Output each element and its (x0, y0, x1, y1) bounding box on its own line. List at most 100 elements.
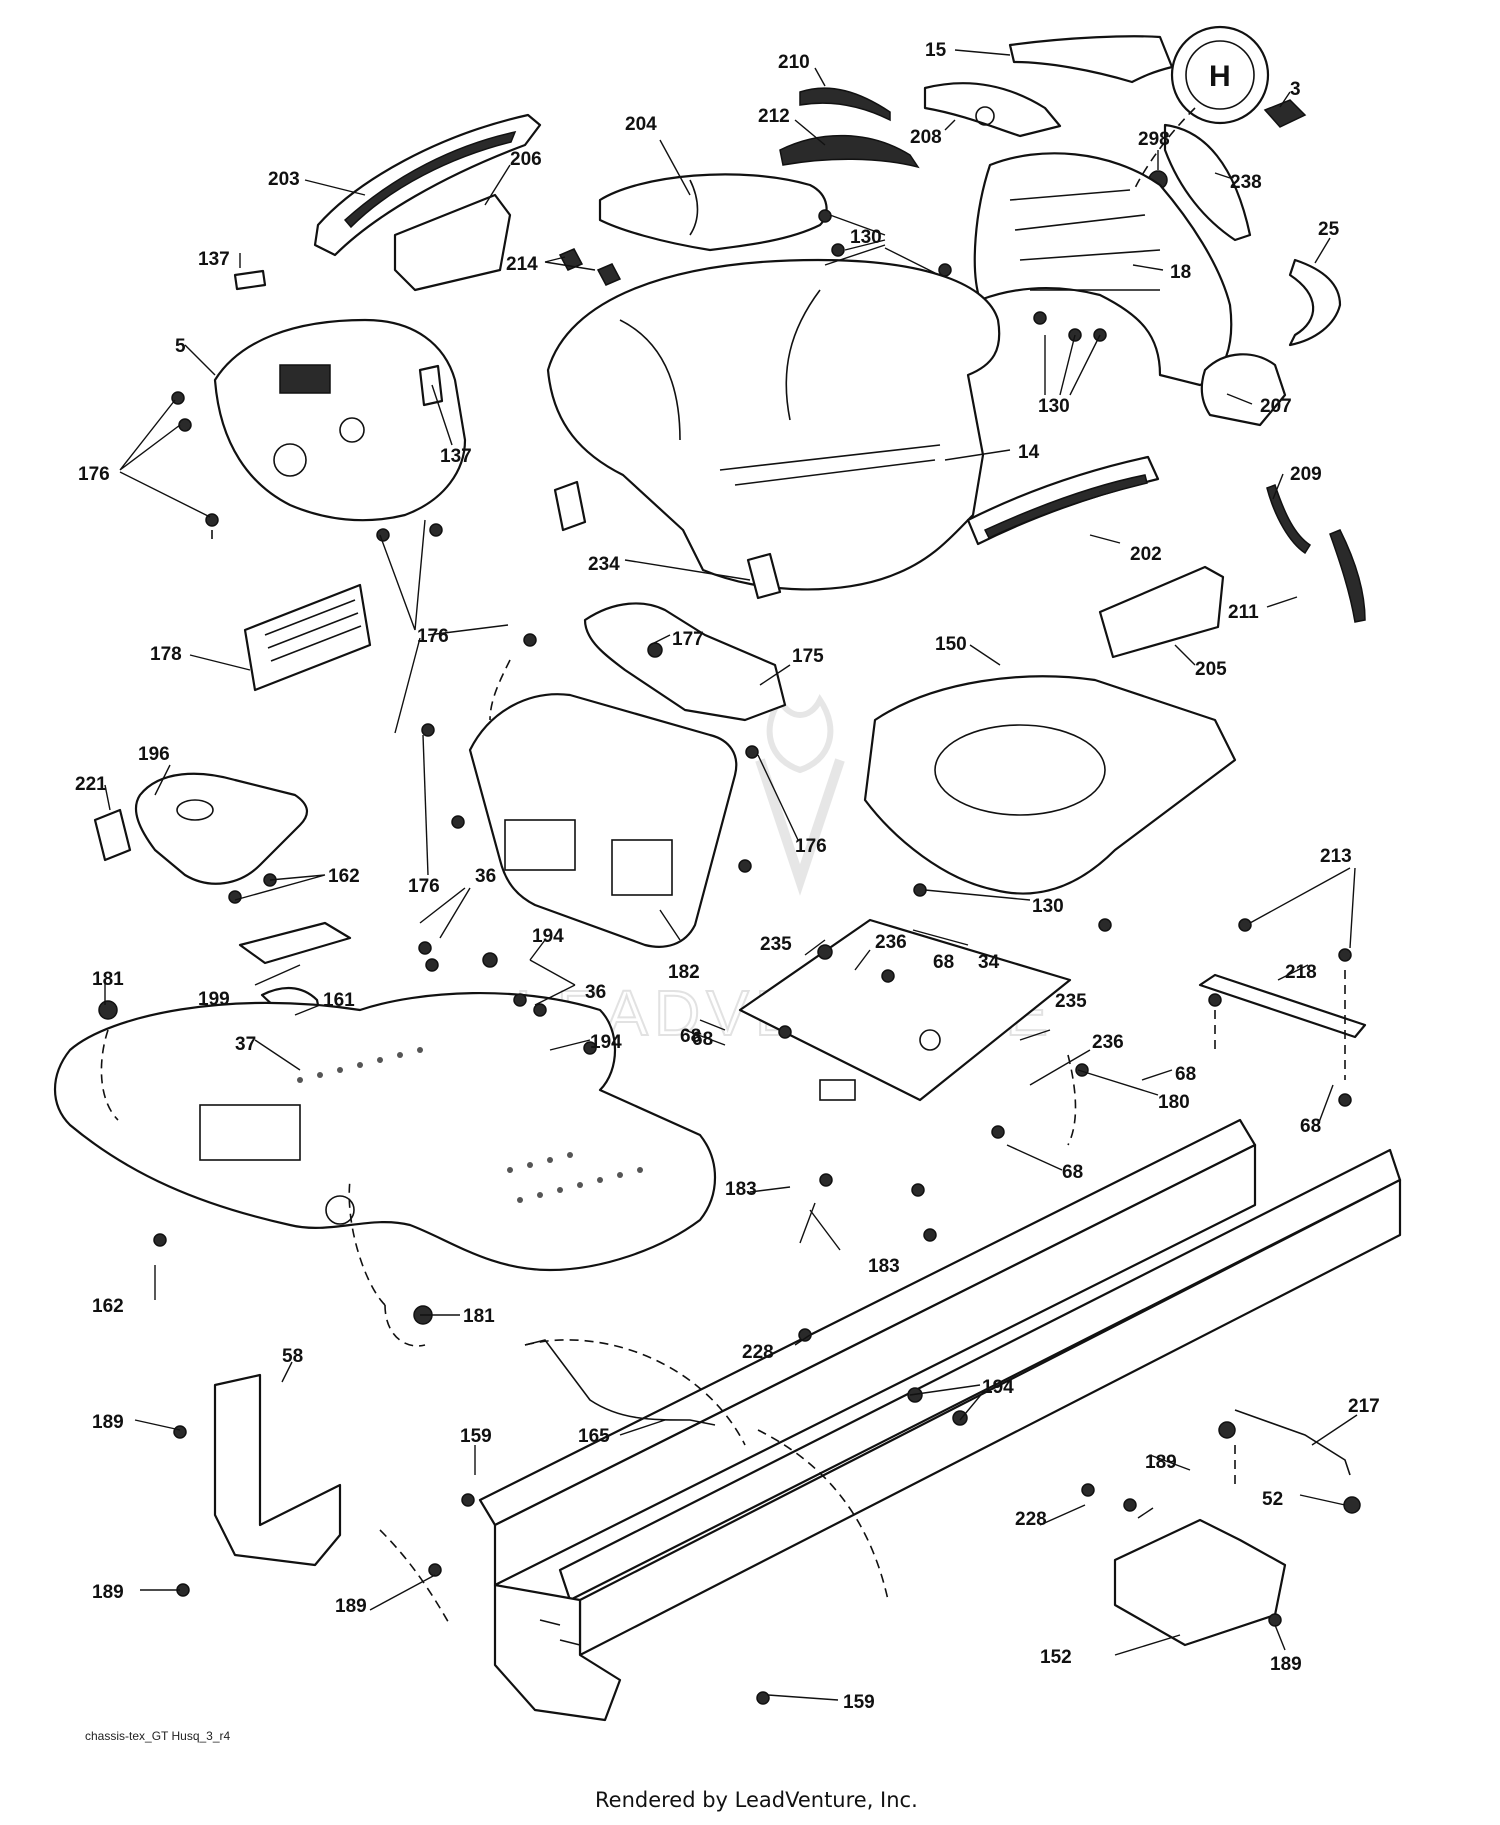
part-175-bracket (583, 602, 787, 722)
part-204-vent-cover (598, 173, 828, 252)
callout-189-c: 189 (92, 1582, 124, 1603)
callout-159-a: 159 (460, 1426, 492, 1447)
callout-150: 150 (935, 634, 967, 655)
drawing-id: chassis-tex_GT Husq_3_r4 (85, 1729, 231, 1743)
callout-159-b: 159 (843, 1692, 875, 1713)
callout-68-a: 68 (933, 952, 954, 973)
part-37-fender-deck (53, 992, 717, 1272)
dashed-connectors (100, 107, 1346, 1626)
callout-68-e: 68 (1300, 1116, 1321, 1137)
leader-lines (104, 49, 1358, 1701)
callout-36-a: 36 (475, 866, 496, 887)
callout-68-c: 68 (692, 1029, 713, 1050)
part-211-grille (1329, 529, 1366, 623)
callout-137-a: 137 (198, 249, 230, 270)
logo-letter: H (1209, 60, 1231, 93)
callout-208: 208 (910, 127, 942, 148)
callout-180: 180 (1158, 1092, 1190, 1113)
part-218-bracket (1198, 973, 1367, 1039)
part-238-side-panel (1163, 123, 1252, 242)
callout-228-b: 228 (1015, 1509, 1047, 1530)
part-137-clip (233, 269, 267, 291)
callout-137-b: 137 (440, 446, 472, 467)
callout-236-b: 236 (1092, 1032, 1124, 1053)
part-150-footrest-pan (863, 675, 1237, 895)
part-214-clips (558, 248, 622, 286)
callout-213: 213 (1320, 846, 1352, 867)
part-199-plate (238, 921, 352, 965)
callout-15: 15 (925, 40, 947, 61)
callout-228-a: 228 (742, 1342, 774, 1363)
part-205-trim (1098, 565, 1225, 659)
callout-5: 5 (175, 336, 186, 357)
callout-189-a: 189 (92, 1412, 124, 1433)
callout-209: 209 (1290, 464, 1322, 485)
callout-211: 211 (1228, 602, 1259, 623)
callout-235-a: 235 (760, 934, 792, 955)
callout-176-c: 176 (408, 876, 440, 897)
fasteners (98, 209, 1361, 1705)
callout-199: 199 (198, 989, 230, 1010)
callout-25: 25 (1318, 219, 1340, 240)
callout-52: 52 (1262, 1489, 1283, 1510)
part-25-bracket (1288, 258, 1342, 347)
credit-line: Rendered by LeadVenture, Inc. (595, 1788, 918, 1812)
callout-162-b: 162 (92, 1296, 124, 1317)
callout-181-b: 181 (463, 1306, 495, 1327)
part-196-fender-pod (135, 772, 308, 885)
callout-3: 3 (1290, 79, 1301, 100)
callout-194-c: 194 (982, 1377, 1014, 1398)
part-209-grille (1266, 484, 1312, 555)
callout-189-d: 189 (335, 1596, 367, 1617)
callout-234: 234 (588, 554, 620, 575)
part-206-bracket (393, 193, 512, 292)
part-165-rod (524, 1339, 716, 1426)
callout-175: 175 (792, 646, 824, 667)
callout-221: 221 (75, 774, 107, 795)
part-210-grille (799, 87, 891, 122)
callout-36-b: 36 (585, 982, 606, 1003)
callout-206: 206 (510, 149, 542, 170)
callout-183-a: 183 (725, 1179, 757, 1200)
callout-165: 165 (578, 1426, 610, 1447)
callout-212: 212 (758, 106, 790, 127)
callout-214: 214 (506, 254, 538, 275)
part-5-dash-panel (213, 318, 467, 522)
callout-298: 298 (1138, 129, 1170, 150)
callout-68-f: 68 (1062, 1162, 1083, 1183)
callout-238: 238 (1230, 172, 1262, 193)
callout-68-b: 68 (680, 1026, 701, 1047)
part-207-housing (1200, 353, 1287, 427)
callout-183-b: 183 (868, 1256, 900, 1277)
callout-207: 207 (1260, 396, 1292, 417)
part-178-vent-grille (243, 583, 372, 692)
callout-130-a: 130 (850, 227, 882, 248)
callout-68-d: 68 (1175, 1064, 1196, 1085)
callout-161: 161 (323, 990, 355, 1011)
callout-217: 217 (1348, 1396, 1380, 1417)
callout-14: 14 (1018, 442, 1040, 463)
callout-235-b: 235 (1055, 991, 1087, 1012)
callout-182: 182 (668, 962, 700, 983)
part-234-pad (553, 480, 587, 532)
callout-176-d: 176 (795, 836, 827, 857)
part-208-headlight (923, 82, 1062, 138)
callout-203: 203 (268, 169, 300, 190)
callout-176-a: 176 (78, 464, 110, 485)
callout-130-c: 130 (1032, 896, 1064, 917)
callout-181-a: 181 (92, 969, 124, 990)
callout-58: 58 (282, 1346, 303, 1367)
callout-18: 18 (1170, 262, 1191, 283)
callout-210: 210 (778, 52, 810, 73)
callout-152: 152 (1040, 1647, 1072, 1668)
callout-205: 205 (1195, 659, 1227, 680)
part-14-hood (546, 258, 1001, 591)
part-182-dash-support (468, 693, 738, 948)
part-152-cover (1113, 1518, 1287, 1647)
callout-37: 37 (235, 1034, 256, 1055)
callout-202: 202 (1130, 544, 1162, 565)
callout-189-b: 189 (1145, 1452, 1177, 1473)
callout-236-a: 236 (875, 932, 907, 953)
callout-162-a: 162 (328, 866, 360, 887)
